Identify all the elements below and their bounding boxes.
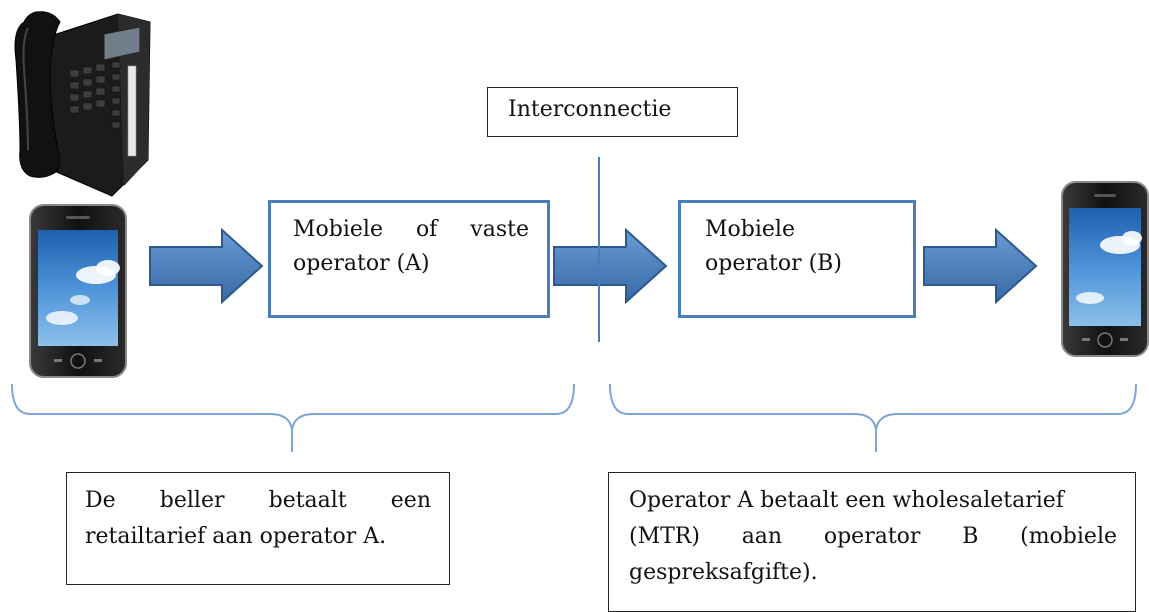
caller-note-line2: retailtarief aan operator A.	[85, 524, 387, 549]
operator-note-line3: gespreksafgifte).	[629, 560, 818, 585]
caller-note-word: De	[85, 488, 116, 513]
caller-note-box: De beller betaalt een retailtarief aan o…	[66, 472, 450, 585]
operator-a-box: Mobiele of vaste operator (A)	[268, 200, 550, 318]
operator-a-word: Mobiele	[293, 217, 383, 242]
operator-note-word: B	[962, 524, 979, 549]
operator-note-box: Operator A betaalt een wholesaletarief (…	[608, 472, 1136, 612]
caller-note-word: een	[390, 488, 431, 513]
interconnect-label: Interconnectie	[487, 87, 738, 137]
caller-note-line1: De beller betaalt een	[85, 483, 431, 519]
operator-b-line1: Mobiele	[705, 217, 795, 242]
operator-a-line1: Mobiele of vaste	[293, 213, 529, 247]
operator-note-line2: (MTR) aan operator B (mobiele	[629, 519, 1117, 555]
operator-note-word: (mobiele	[1020, 524, 1117, 549]
receiver-smartphone-icon	[1061, 181, 1149, 357]
operator-a-word: vaste	[470, 217, 529, 242]
interconnect-divider	[598, 157, 600, 342]
operator-a-word: of	[415, 217, 438, 242]
operator-note-word: aan	[741, 524, 783, 549]
caller-smartphone-icon	[29, 204, 127, 378]
operator-b-box: Mobiele operator (B)	[678, 200, 916, 318]
caller-note-word: beller	[159, 488, 225, 513]
brace-operator-side	[609, 383, 1137, 452]
arrow-operator-b-to-receiver	[923, 227, 1038, 305]
operator-note-word: operator	[823, 524, 921, 549]
brace-caller-side	[11, 383, 575, 452]
operator-note-word: (MTR)	[629, 524, 700, 549]
operator-note-line1: Operator A betaalt een wholesaletarief	[629, 488, 1064, 513]
interconnect-text: Interconnectie	[508, 97, 672, 122]
arrow-operator-a-to-operator-b	[553, 227, 668, 305]
desk-phone-icon	[14, 11, 151, 197]
operator-b-line2: operator (B)	[705, 251, 842, 276]
arrow-caller-to-operator-a	[149, 227, 264, 305]
caller-note-word: betaalt	[268, 488, 347, 513]
operator-a-line2: operator (A)	[293, 251, 430, 276]
